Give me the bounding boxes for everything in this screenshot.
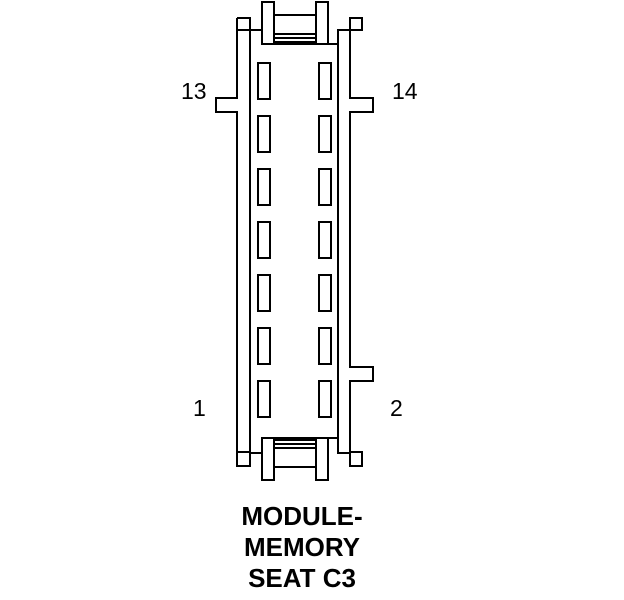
caption-line-3: SEAT C3 (248, 563, 356, 593)
pin-cavity (318, 327, 332, 365)
pin-cavity (257, 62, 271, 100)
pin-cavity (318, 62, 332, 100)
pin-cavity (318, 221, 332, 259)
bottom-latch (261, 437, 329, 481)
pin-cavity (257, 274, 271, 312)
pin-cavity (257, 380, 271, 418)
pin-label-14: 14 (392, 78, 418, 104)
pin-label-1: 1 (193, 395, 206, 421)
pin-cavity (318, 274, 332, 312)
pin-cavity (318, 115, 332, 153)
pin-label-2: 2 (390, 395, 403, 421)
top-latch (261, 1, 329, 45)
pin-cavity (257, 168, 271, 206)
pin-cavity (318, 380, 332, 418)
pin-cavity (257, 221, 271, 259)
pin-cavity (257, 327, 271, 365)
pin-cavity (318, 168, 332, 206)
pin-label-13: 13 (181, 78, 207, 104)
pin-cavity (257, 115, 271, 153)
caption-line-1: MODULE- (241, 501, 363, 531)
connector-caption: MODULE- MEMORY SEAT C3 (162, 501, 442, 594)
caption-line-2: MEMORY (243, 532, 361, 562)
connector-outline (215, 17, 374, 467)
